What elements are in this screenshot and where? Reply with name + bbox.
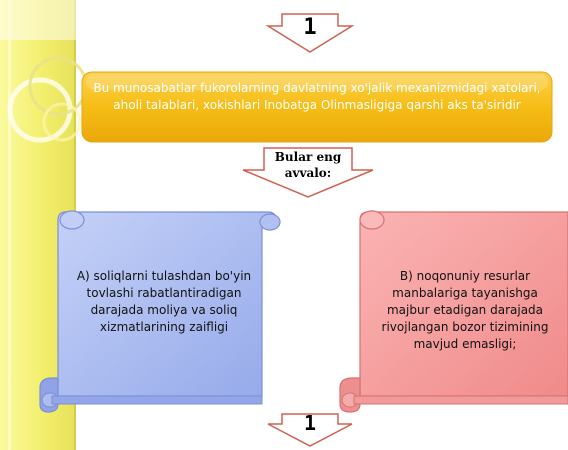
middle-arrow-line2: avvalo: xyxy=(284,166,332,180)
top-down-arrow xyxy=(265,13,355,53)
scroll-right-text: B) noqonuniy resurlar manbalariga tayani… xyxy=(381,269,549,351)
scroll-left-shape xyxy=(39,210,281,413)
top-arrow-number: 1 xyxy=(303,15,317,40)
middle-arrow-line1: Bular eng xyxy=(274,150,342,164)
scroll-right-shape xyxy=(339,210,568,413)
scroll-left-text: A) soliqlarni tulashdan bo'yin tovlashi … xyxy=(76,269,252,334)
bottom-arrow-number: 1 xyxy=(303,411,317,435)
middle-down-arrow xyxy=(242,147,374,198)
banner-text: Bu munosabatlar fukorolarning davlatning… xyxy=(93,81,541,112)
banner-box xyxy=(81,71,553,143)
bottom-down-arrow xyxy=(267,413,353,447)
